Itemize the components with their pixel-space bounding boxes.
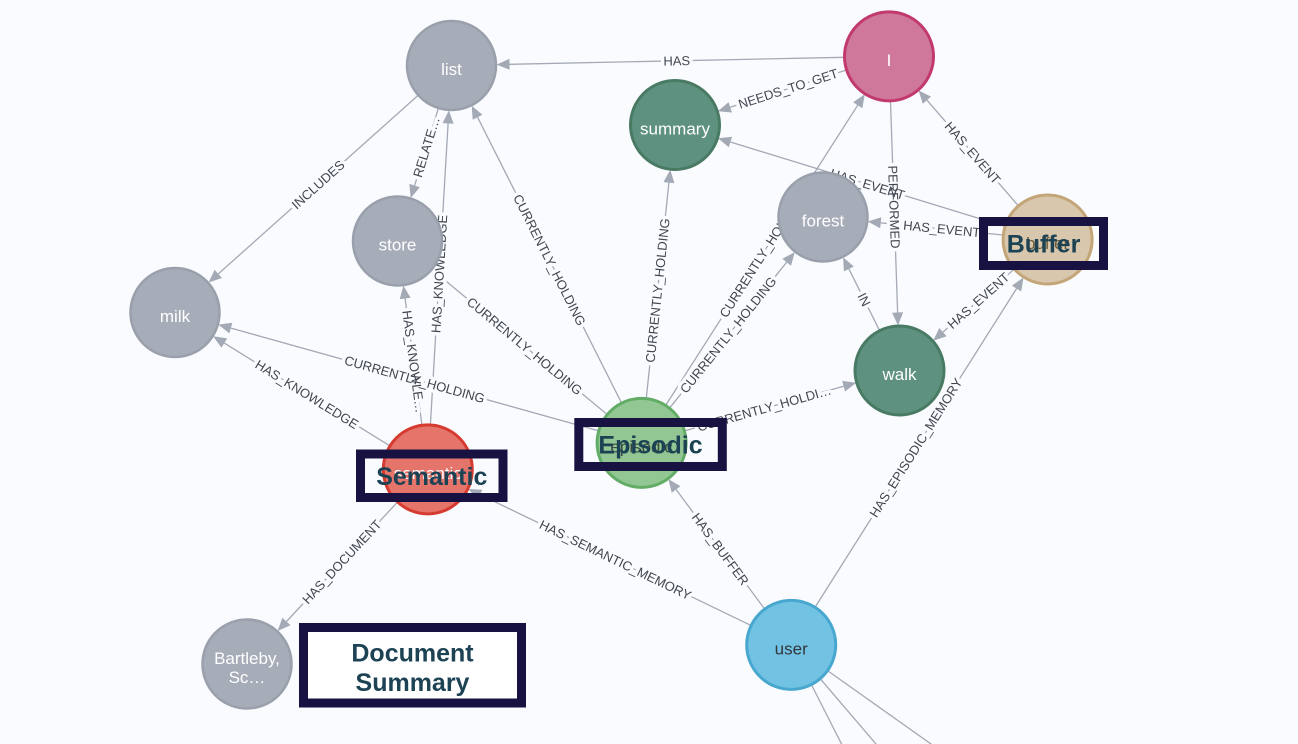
svg-text:semantic: semantic [394,464,463,483]
svg-text:IN: IN [854,290,873,308]
svg-text:store: store [379,236,417,255]
svg-text:Summary: Summary [356,669,470,697]
svg-text:Sc…: Sc… [229,668,266,687]
svg-text:PERFORMED: PERFORMED [885,165,903,249]
svg-text:buffer: buffer [1026,234,1070,253]
svg-text:episodic: episodic [610,437,673,456]
svg-text:HAS: HAS [663,53,690,69]
svg-text:I: I [887,51,892,70]
svg-text:Bartleby,: Bartleby, [214,649,280,668]
svg-text:forest: forest [802,212,845,231]
svg-text:walk: walk [881,365,917,384]
svg-text:summary: summary [640,120,710,139]
svg-text:Episodic: Episodic [598,432,702,460]
svg-text:Document: Document [351,640,474,668]
svg-text:list: list [441,60,462,79]
svg-text:Semantic: Semantic [376,463,487,491]
svg-text:Buffer: Buffer [1007,231,1081,259]
svg-text:HAS: HAS [663,53,690,69]
svg-text:milk: milk [160,307,191,326]
svg-text:user: user [775,639,808,658]
